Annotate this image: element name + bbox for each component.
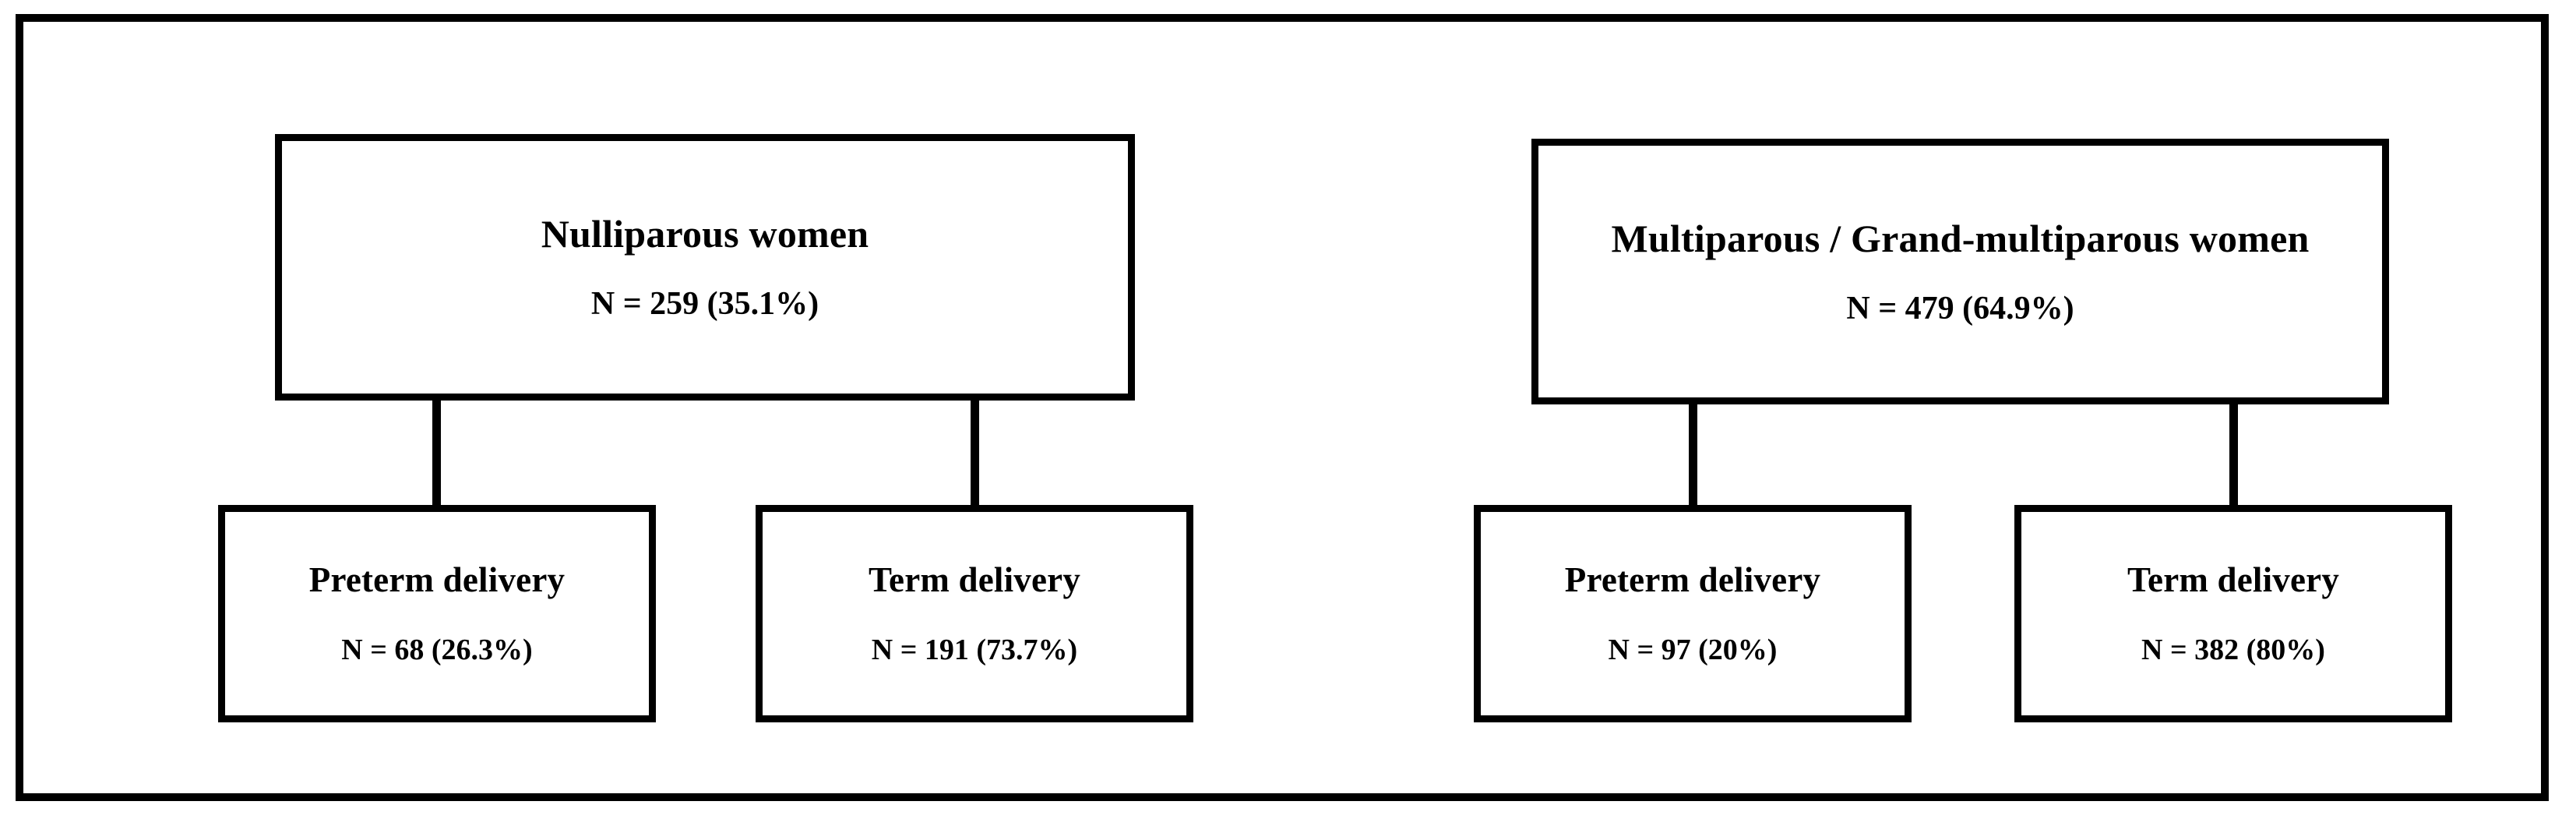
connector-nulliparous-to-term (971, 394, 979, 511)
node-nulliparous-title: Nulliparous women (541, 212, 869, 256)
connector-nulliparous-to-preterm (432, 394, 441, 511)
connector-multiparous-to-term (2229, 399, 2238, 511)
node-multiparous-term-title: Term delivery (2127, 560, 2340, 600)
node-multiparous-title: Multiparous / Grand-multiparous women (1611, 216, 2310, 260)
node-nulliparous-women: Nulliparous women N = 259 (35.1%) (275, 134, 1135, 401)
node-nulliparous-term-title: Term delivery (868, 560, 1081, 600)
node-multiparous-term-delivery: Term delivery N = 382 (80%) (2014, 505, 2452, 722)
node-nulliparous-count: N = 259 (35.1%) (590, 286, 819, 323)
node-nulliparous-preterm-count: N = 68 (26.3%) (341, 634, 533, 667)
node-multiparous-count: N = 479 (64.9%) (1846, 290, 2074, 327)
figure-outer-frame: Nulliparous women N = 259 (35.1%) Preter… (16, 14, 2549, 801)
node-multiparous-women: Multiparous / Grand-multiparous women N … (1531, 139, 2389, 404)
node-nulliparous-term-count: N = 191 (73.7%) (871, 634, 1078, 667)
node-multiparous-term-count: N = 382 (80%) (2141, 634, 2325, 667)
node-multiparous-preterm-delivery: Preterm delivery N = 97 (20%) (1474, 505, 1912, 722)
node-nulliparous-term-delivery: Term delivery N = 191 (73.7%) (756, 505, 1193, 722)
node-nulliparous-preterm-title: Preterm delivery (308, 560, 566, 600)
node-multiparous-preterm-count: N = 97 (20%) (1608, 634, 1778, 667)
node-multiparous-preterm-title: Preterm delivery (1564, 560, 1821, 600)
connector-multiparous-to-preterm (1689, 399, 1697, 511)
node-nulliparous-preterm-delivery: Preterm delivery N = 68 (26.3%) (218, 505, 656, 722)
